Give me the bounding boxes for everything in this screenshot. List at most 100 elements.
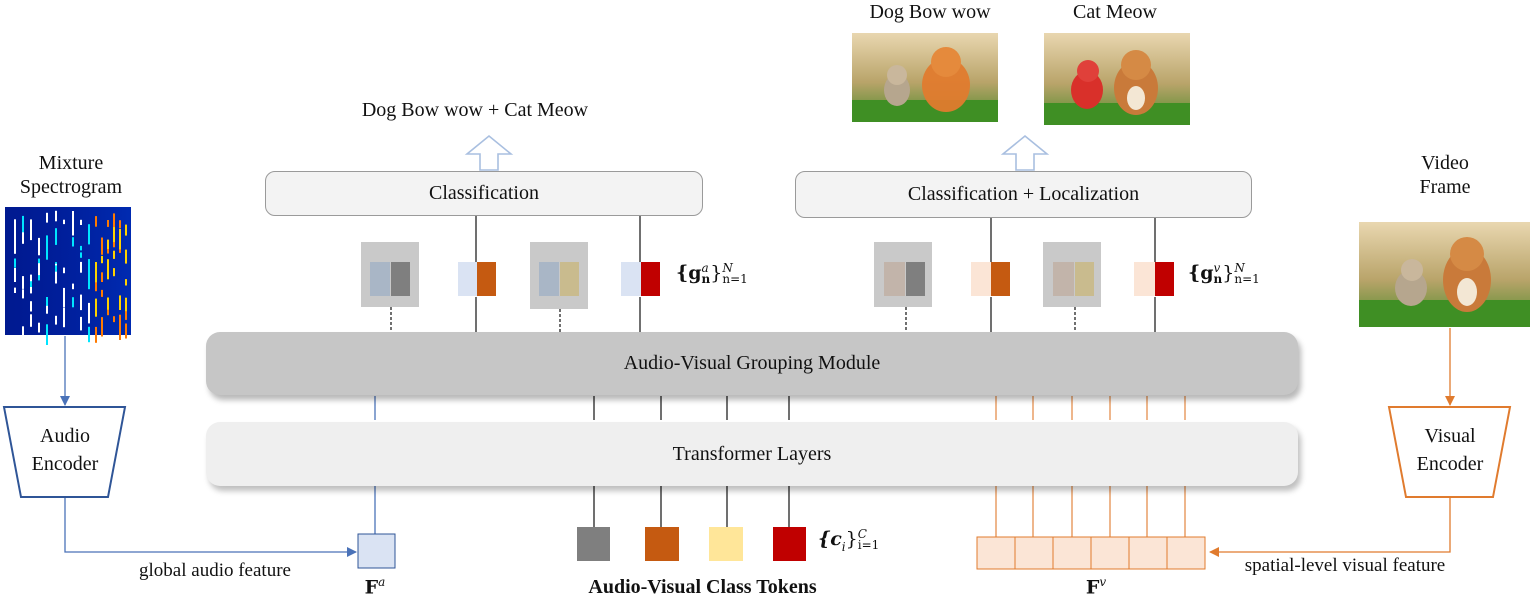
class-token-lines: [593, 396, 790, 527]
spectrogram-streak: [101, 255, 103, 264]
audio-encoder-label: Audio Encoder: [14, 424, 116, 476]
spectrogram-streak: [14, 267, 16, 282]
spectrogram-streak: [46, 298, 48, 314]
transformer-layers-box: Transformer Layers: [206, 422, 1298, 486]
spectrogram-streak: [63, 219, 65, 225]
spectrogram-streak: [55, 263, 57, 284]
fa-symbol: Fa: [364, 575, 386, 599]
spectrogram-streak: [46, 297, 48, 306]
visual-encoder-line1: Visual: [1424, 425, 1476, 447]
spectrogram-streak: [125, 297, 127, 312]
visual-up-arrow: [1000, 134, 1050, 171]
transformer-layers-label: Transformer Layers: [672, 442, 832, 465]
classification-label: Classification: [429, 182, 539, 204]
audio-output-label: Dog Bow wow + Cat Meow: [361, 99, 589, 121]
spectrogram-streak: [55, 210, 57, 222]
video-label-line1: Video: [1421, 152, 1469, 174]
spectrogram-streak: [63, 267, 65, 273]
visual-encoder-label: Visual Encoder: [1399, 424, 1501, 476]
spectrogram-streak: [30, 281, 32, 293]
spectrogram-streaks: [14, 210, 127, 345]
cat-localization-image: [1044, 33, 1190, 125]
spectrogram-streak: [125, 279, 127, 286]
spectrogram-streak: [30, 287, 32, 294]
visual-feature-arrow: [1209, 498, 1451, 557]
spectrogram-streak: [46, 235, 48, 247]
spectrogram-streak: [80, 219, 82, 225]
class-tokens: [577, 527, 806, 561]
spectrogram-streak: [80, 252, 82, 258]
classification-box: Classification: [265, 171, 703, 216]
spectrogram-streak: [107, 249, 109, 254]
audio-encoder-line2: Encoder: [31, 453, 99, 475]
class-token-gray: [577, 527, 610, 561]
spectrogram-streak: [95, 326, 97, 343]
spectrogram-streak: [113, 316, 115, 323]
spectrogram-streak: [125, 224, 127, 236]
mixture-spectrogram-label: Mixture Spectrogram: [0, 151, 142, 199]
fa-box: [357, 533, 396, 569]
spectrogram-streak: [30, 314, 32, 327]
spectrogram-streak: [30, 219, 32, 241]
spectrogram-streak: [72, 283, 74, 290]
spectrogram-streak: [22, 289, 24, 299]
spectrogram-streak: [38, 322, 40, 333]
spectrogram-streak: [72, 222, 74, 236]
spectrogram-streak: [107, 259, 109, 280]
class-token-yellow: [709, 527, 743, 561]
mixture-label-line2: Spectrogram: [19, 176, 123, 198]
spectrogram-streak: [107, 239, 109, 251]
visual-encoder-shape: [1387, 406, 1512, 498]
grouping-module-box: Audio-Visual Grouping Module: [206, 332, 1298, 395]
spectrogram-streak: [95, 275, 97, 292]
spectrogram-streak: [72, 237, 74, 247]
audio-feature-arrow: [64, 498, 357, 557]
spectrogram-streak: [88, 326, 90, 343]
visual-encoder-line2: Encoder: [1416, 453, 1484, 475]
spectrogram-streak: [125, 303, 127, 320]
spectrogram-streak: [95, 298, 97, 317]
spectrogram-streak: [80, 245, 82, 251]
spectrogram-streak: [55, 315, 57, 325]
spectrogram-streak: [46, 241, 48, 260]
fv-strip: [976, 536, 1206, 570]
spectrogram-streak: [80, 316, 82, 331]
grouped-audio-tokens: [361, 242, 660, 309]
classification-localization-box: Classification + Localization: [795, 171, 1252, 218]
spectrogram-streak: [119, 228, 121, 250]
spectrogram-streak: [101, 272, 103, 282]
spectrogram-streak: [55, 265, 57, 272]
grouped-visual-tokens: [874, 242, 1174, 307]
global-audio-feature-label: global audio feature: [139, 560, 291, 581]
spectrogram-streak: [38, 237, 40, 256]
spectrogram-streak: [88, 224, 90, 245]
spectrogram-streak: [80, 261, 82, 273]
dog-output-label: Dog Bow wow: [869, 1, 991, 23]
spectrogram-streak: [107, 308, 109, 316]
spectrogram-streak: [88, 302, 90, 324]
dog-localization-image: [852, 33, 998, 122]
class-tokens-caption: Audio-Visual Class Tokens: [588, 576, 817, 598]
audio-encoder-line1: Audio: [40, 425, 90, 447]
fv-symbol: Fv: [1085, 575, 1107, 599]
spectrogram-streak: [107, 220, 109, 227]
spectrogram-streak: [113, 250, 115, 259]
spectrogram-streak: [72, 211, 74, 229]
spectrogram-streak: [80, 294, 82, 311]
spectrogram-streak: [107, 297, 109, 310]
spectrogram-streak: [95, 216, 97, 227]
spectrogram-streak: [101, 237, 103, 255]
spectrogram-streak: [22, 326, 24, 339]
audio-encoder-shape: [2, 406, 127, 498]
video-frame-image: [1359, 222, 1530, 327]
spectrogram-streak: [14, 287, 16, 293]
grouping-module-label: Audio-Visual Grouping Module: [623, 352, 881, 374]
spectrogram-streak: [63, 308, 65, 328]
spectrogram-streak: [55, 228, 57, 245]
spectrogram-streak: [30, 274, 32, 285]
spectrogram-streak: [88, 259, 90, 273]
video-frame-label: Video Frame: [1385, 151, 1505, 199]
audio-up-arrow: [464, 134, 514, 171]
